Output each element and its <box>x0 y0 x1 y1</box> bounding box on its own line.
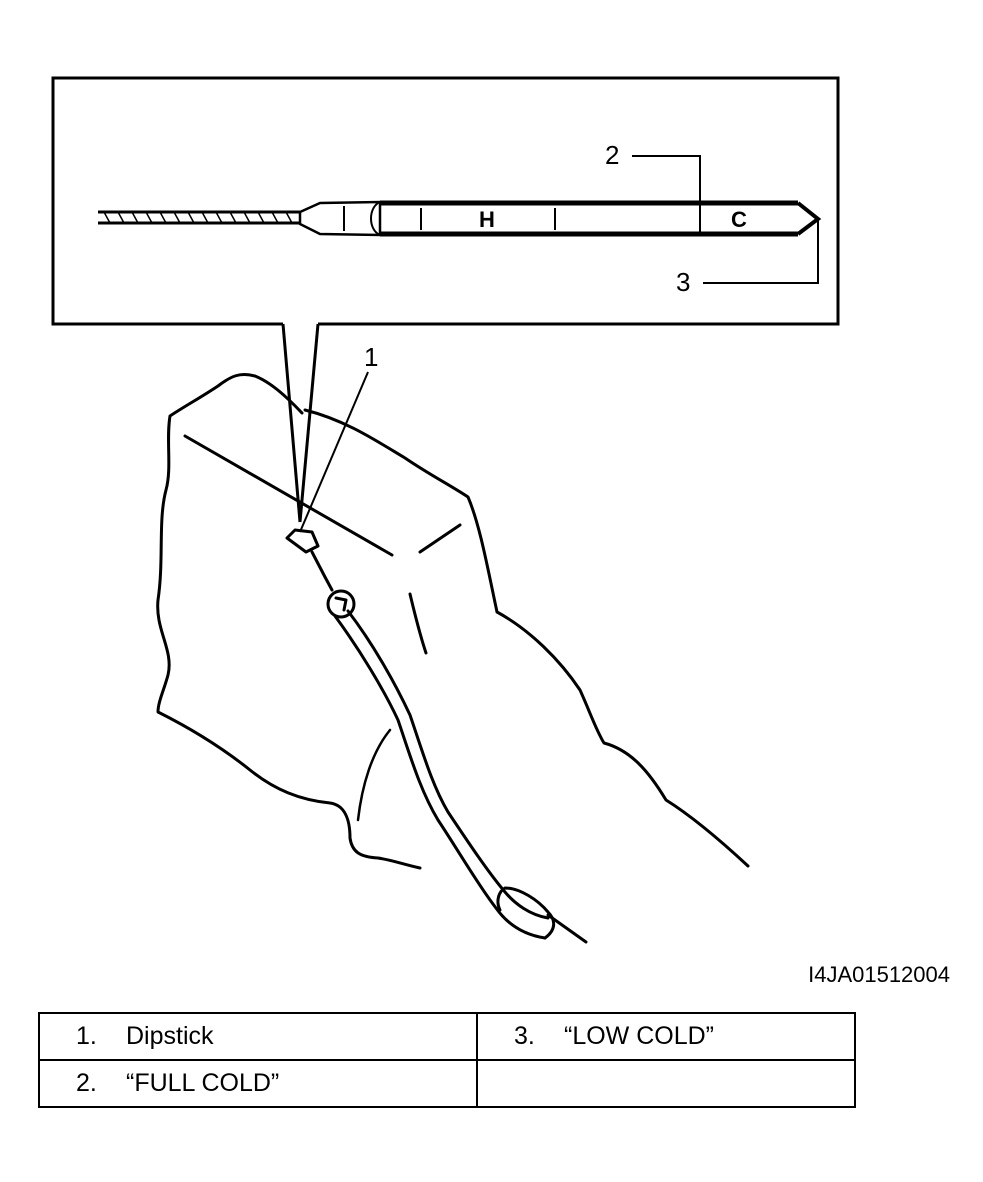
dipstick-mark-high: H <box>479 207 495 232</box>
legend-table: 1. Dipstick 3. “LOW COLD” 2. “FULL COLD” <box>38 1012 856 1108</box>
callout-3: 3 <box>676 267 690 297</box>
figure-id: I4JA01512004 <box>808 962 950 987</box>
detail-pointer-right <box>298 323 320 523</box>
dipstick-detail <box>98 200 822 237</box>
callout-2-leader <box>632 155 701 205</box>
legend-cell: 3. “LOW COLD” <box>476 1012 856 1061</box>
callout-2: 2 <box>605 140 619 170</box>
dipstick-mark-low: C <box>731 207 747 232</box>
legend-number: 3. <box>514 1022 535 1050</box>
callout-1: 1 <box>364 342 378 372</box>
legend-cell: 1. Dipstick <box>38 1012 478 1061</box>
detail-pointer-left <box>281 323 302 523</box>
legend-number: 2. <box>76 1069 97 1097</box>
legend-number: 1. <box>76 1022 97 1050</box>
callout-1-leader <box>299 371 369 533</box>
engine-outline <box>156 372 750 944</box>
legend-cell <box>476 1059 856 1108</box>
legend-text: Dipstick <box>126 1022 214 1050</box>
dipstick-in-engine <box>285 528 556 940</box>
legend-text: “LOW COLD” <box>564 1022 714 1050</box>
detail-inset-frame <box>51 76 840 326</box>
legend-row: 1. Dipstick 3. “LOW COLD” <box>38 1012 856 1061</box>
callout-3-leader <box>703 220 819 284</box>
legend-row: 2. “FULL COLD” <box>38 1059 856 1108</box>
legend-cell: 2. “FULL COLD” <box>38 1059 478 1108</box>
legend-text: “FULL COLD” <box>126 1069 280 1097</box>
